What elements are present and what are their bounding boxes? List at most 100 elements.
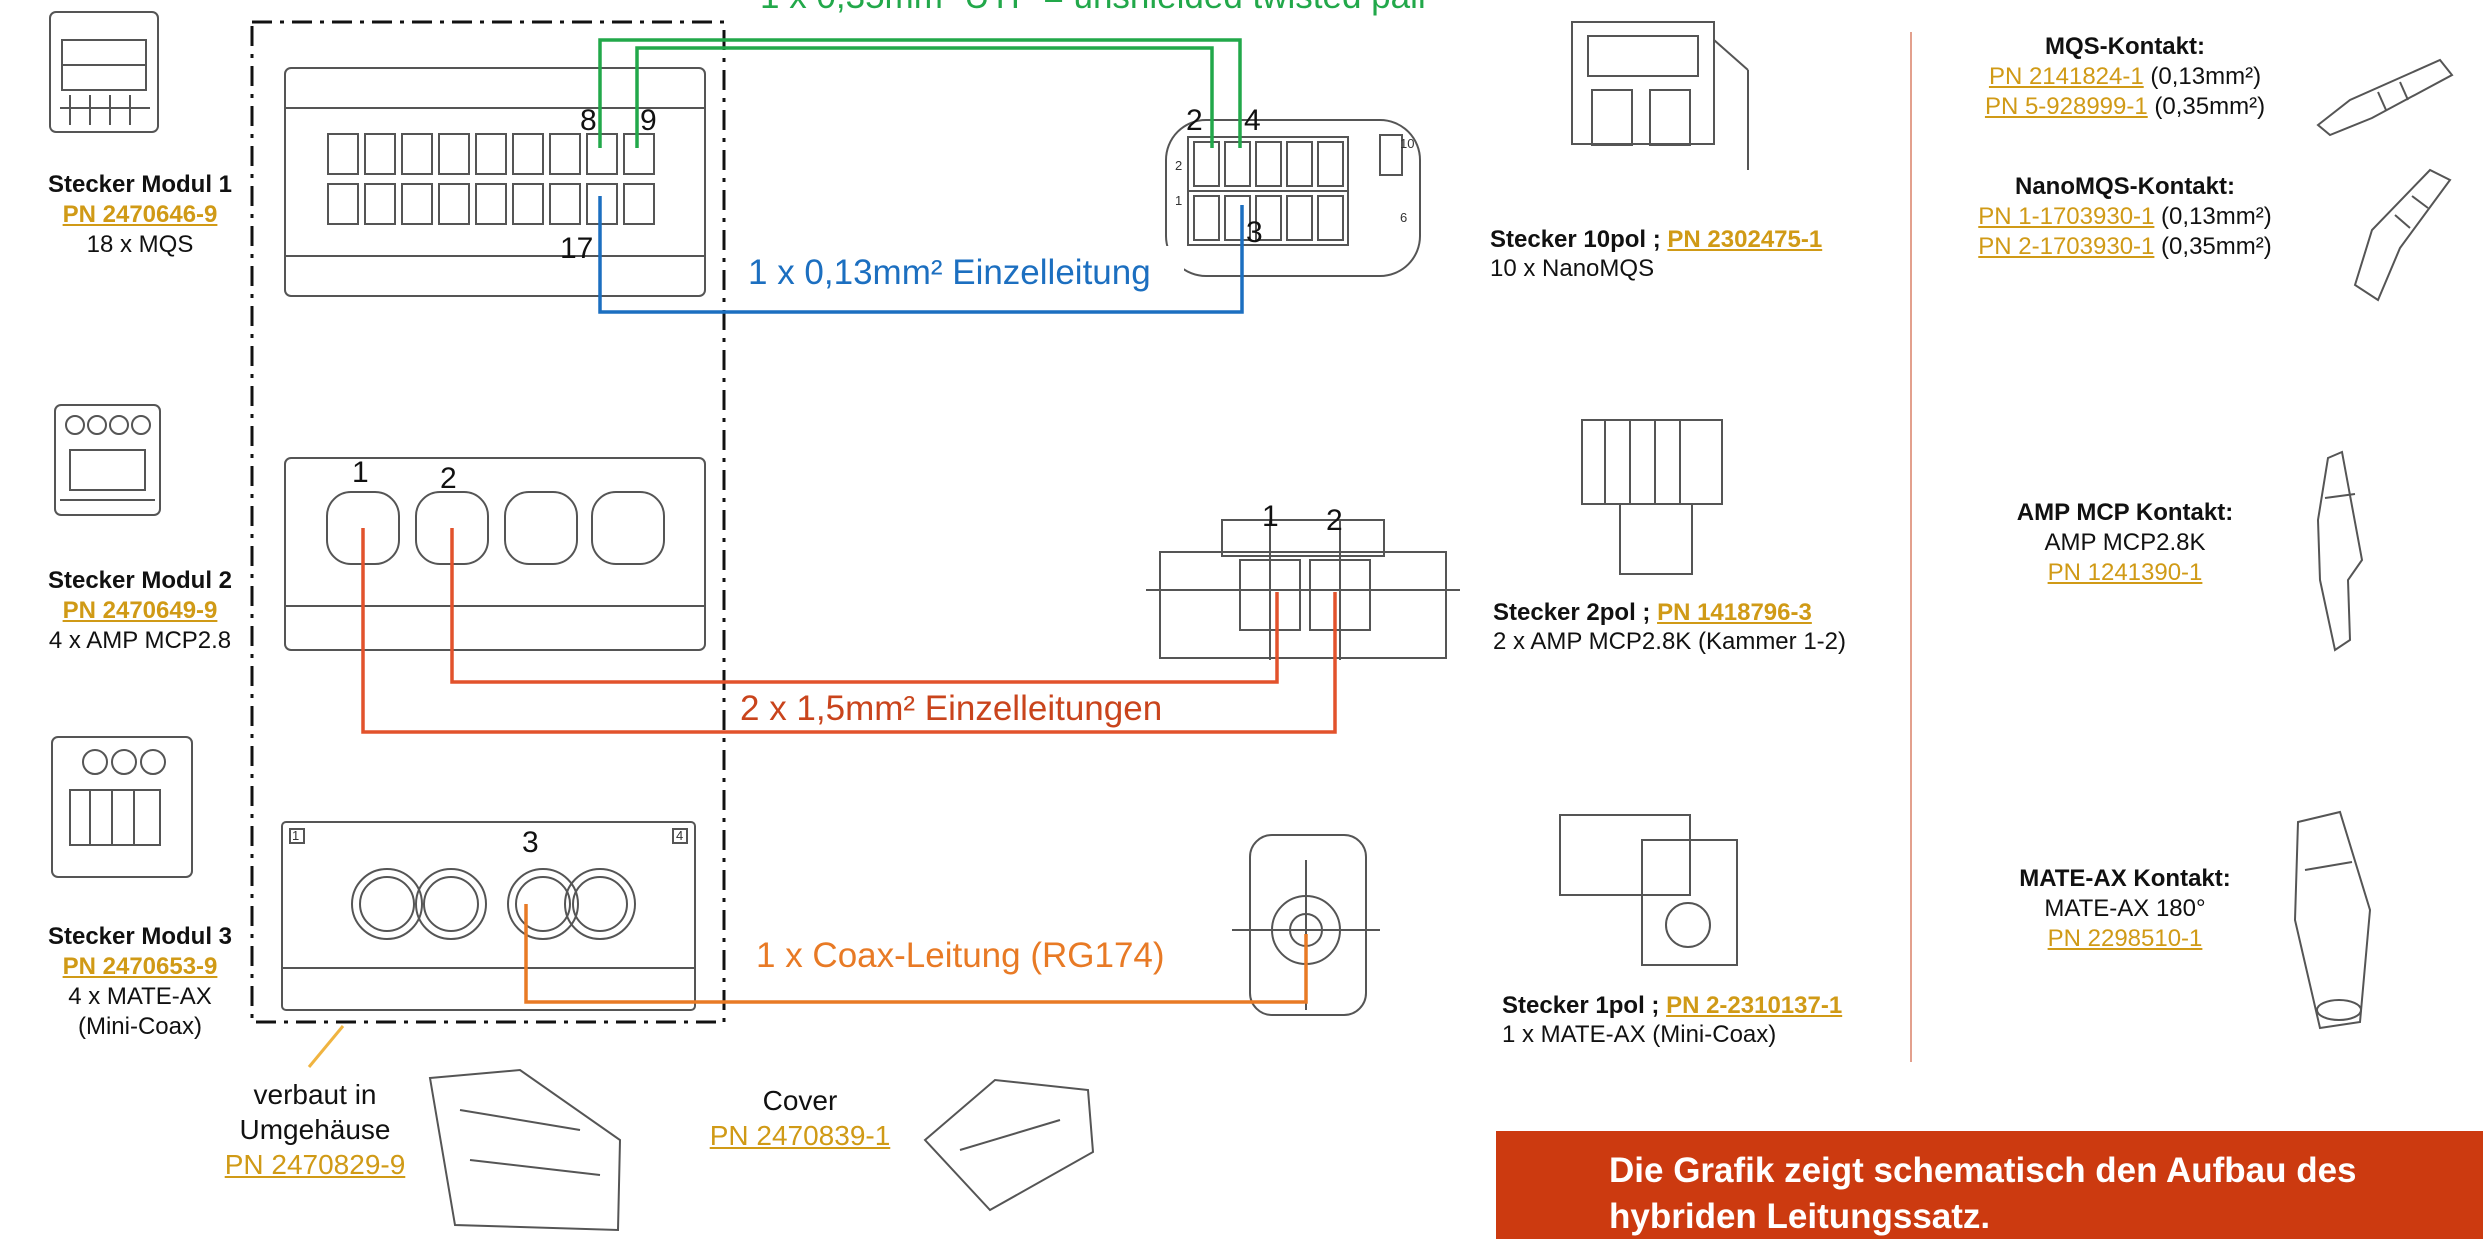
nanomqs-contact-caption: NanoMQS-Kontakt: PN 1-1703930-1 (0,13mm²… [1960, 172, 2290, 262]
single-wire [598, 196, 1244, 314]
module-desc: 4 x AMP MCP2.8 [48, 627, 232, 654]
connector-desc: 2 x AMP MCP2.8K (Kammer 1-2) [1493, 627, 1846, 655]
mqs-cavity [623, 133, 655, 175]
pin-label: 2 [1186, 104, 1203, 137]
mqs-cavity [623, 183, 655, 225]
connector-1pol-caption: Stecker 1pol ; PN 2-2310137-1 1 x MATE-A… [1502, 992, 1842, 1050]
module-2-caption: Stecker Modul 2 PN 2470649-9 4 x AMP MCP… [0, 566, 280, 656]
module-pn-link[interactable]: PN 2470646-9 [62, 201, 218, 228]
cavity-mark: 6 [1400, 210, 1407, 225]
housing-thumbnail [428, 1068, 622, 1232]
contact-pn-link[interactable]: PN 5-928999-1 [1984, 93, 2148, 120]
connector-2pol-caption: Stecker 2pol ; PN 1418796-3 2 x AMP MCP2… [1493, 599, 1846, 657]
nanomqs-cavity [1255, 141, 1282, 187]
cover-pn-link[interactable]: PN 2470839-1 [709, 1120, 891, 1151]
connector-2pol-drawing [1146, 519, 1460, 660]
pin-label: 3 [522, 826, 539, 859]
utp-wire-label: 1 x 0,35mm² UTP = unshielded twisted pai… [760, 0, 1430, 16]
contact-pn-link[interactable]: PN 1241390-1 [2047, 559, 2203, 586]
cover-thumbnail [923, 1078, 1095, 1212]
amp-wire-label: 2 x 1,5mm² Einzelleitungen [740, 689, 1162, 728]
module-desc: (Mini-Coax) [77, 1013, 202, 1040]
module-pn-link[interactable]: PN 2470649-9 [62, 597, 218, 624]
nanomqs-cavity [1193, 141, 1220, 187]
amp-contact-thumbnail [2316, 450, 2364, 652]
contact-pn-link[interactable]: PN 2141824-1 [1988, 63, 2144, 90]
note-line: Die Grafik zeigt schematisch den Aufbau … [1609, 1151, 2357, 1190]
amp-cavity [504, 491, 578, 565]
connector-pn-link[interactable]: PN 2302475-1 [1667, 226, 1823, 253]
amp-wire-1 [361, 528, 1337, 734]
note-line: hybriden Leitungssatz. [1609, 1196, 1991, 1236]
nanomqs-cavity [1317, 195, 1344, 241]
housing-pn-link[interactable]: PN 2470829-9 [224, 1149, 406, 1180]
contact-title: MATE-AX Kontakt: [2019, 865, 2231, 892]
contact-size: (0,35mm²) [2147, 93, 2266, 120]
nanomqs-cavity [1286, 141, 1313, 187]
contact-desc: MATE-AX 180° [2044, 895, 2206, 922]
mqs-cavity [327, 183, 359, 225]
module-3-drawing [281, 821, 696, 1011]
connector-1pol-thumbnail [1559, 814, 1738, 966]
contact-pn-link[interactable]: PN 1-1703930-1 [1978, 203, 2155, 230]
connector-10pol-drawing [1165, 119, 1421, 277]
module-3-caption: Stecker Modul 3 PN 2470653-9 4 x MATE-AX… [0, 922, 280, 1042]
mqs-cavity [438, 133, 470, 175]
cavity-mark: 1 [1175, 193, 1182, 208]
pin-label: 1 [1262, 500, 1279, 533]
pin-label: 2 [440, 462, 457, 495]
nanomqs-contact-thumbnail [2353, 168, 2452, 302]
contact-pn-link[interactable]: PN 2-1703930-1 [1978, 233, 2155, 260]
cavity-mark: 4 [676, 828, 683, 843]
mqs-cavity [586, 183, 618, 225]
mqs-cavity [475, 183, 507, 225]
nanomqs-cavity [1255, 195, 1282, 241]
contact-title: MQS-Kontakt: [2045, 33, 2205, 60]
mqs-cavity [327, 133, 359, 175]
mqs-cavity [512, 133, 544, 175]
cavity-mark: 1 [292, 828, 299, 843]
housing-caption: verbaut in Umgehäuse PN 2470829-9 [200, 1077, 430, 1182]
utp-wire-b [635, 46, 1214, 148]
contact-desc: AMP MCP2.8K [2044, 529, 2206, 556]
nanomqs-cavity [1224, 195, 1251, 241]
mqs-contact-caption: MQS-Kontakt: PN 2141824-1 (0,13mm²) PN 5… [1960, 32, 2290, 122]
mqs-cavity [364, 183, 396, 225]
housing-outline [250, 20, 726, 1024]
pin-label: 2 [1326, 504, 1343, 537]
connector-pn-link[interactable]: PN 2-2310137-1 [1666, 992, 1843, 1019]
connector-title: Stecker 2pol ; [1493, 599, 1658, 626]
pin-label: 1 [352, 456, 369, 489]
contact-pn-link[interactable]: PN 2298510-1 [2047, 925, 2203, 952]
nanomqs-cavity [1286, 195, 1313, 241]
mate-ax-contact-thumbnail [2293, 810, 2372, 1030]
mqs-cavity [586, 133, 618, 175]
mqs-cavity [475, 133, 507, 175]
module-3-thumbnail [51, 736, 193, 878]
housing-pointer [307, 1025, 345, 1068]
mqs-cavity [549, 133, 581, 175]
amp-contact-caption: AMP MCP Kontakt: AMP MCP2.8K PN 1241390-… [1960, 498, 2290, 588]
column-separator [1910, 32, 1912, 1062]
connector-10pol-thumbnail [1571, 21, 1749, 170]
connector-desc: 1 x MATE-AX (Mini-Coax) [1502, 1020, 1777, 1048]
contact-size: (0,13mm²) [2143, 63, 2262, 90]
pin-label: 8 [580, 104, 597, 137]
connector-pn-link[interactable]: PN 1418796-3 [1657, 599, 1812, 626]
module-1-thumbnail [49, 11, 159, 133]
contact-title: AMP MCP Kontakt: [2016, 499, 2234, 526]
connector-title: Stecker 1pol ; [1502, 992, 1667, 1019]
module-title: Stecker Modul 3 [47, 923, 233, 950]
module-pn-link[interactable]: PN 2470653-9 [62, 953, 218, 980]
contact-size: (0,13mm²) [2154, 203, 2272, 230]
note-box: Die Grafik zeigt schematisch den Aufbau … [1496, 1131, 2483, 1239]
module-2-drawing [284, 457, 706, 651]
module-2-thumbnail [54, 404, 161, 516]
cavity-mark: 2 [1175, 158, 1182, 173]
pin-label: 4 [1244, 104, 1261, 137]
mate-ax-contact-caption: MATE-AX Kontakt: MATE-AX 180° PN 2298510… [1960, 864, 2290, 954]
utp-wire-a [598, 38, 1242, 148]
cavity-mark: 10 [1400, 136, 1414, 151]
